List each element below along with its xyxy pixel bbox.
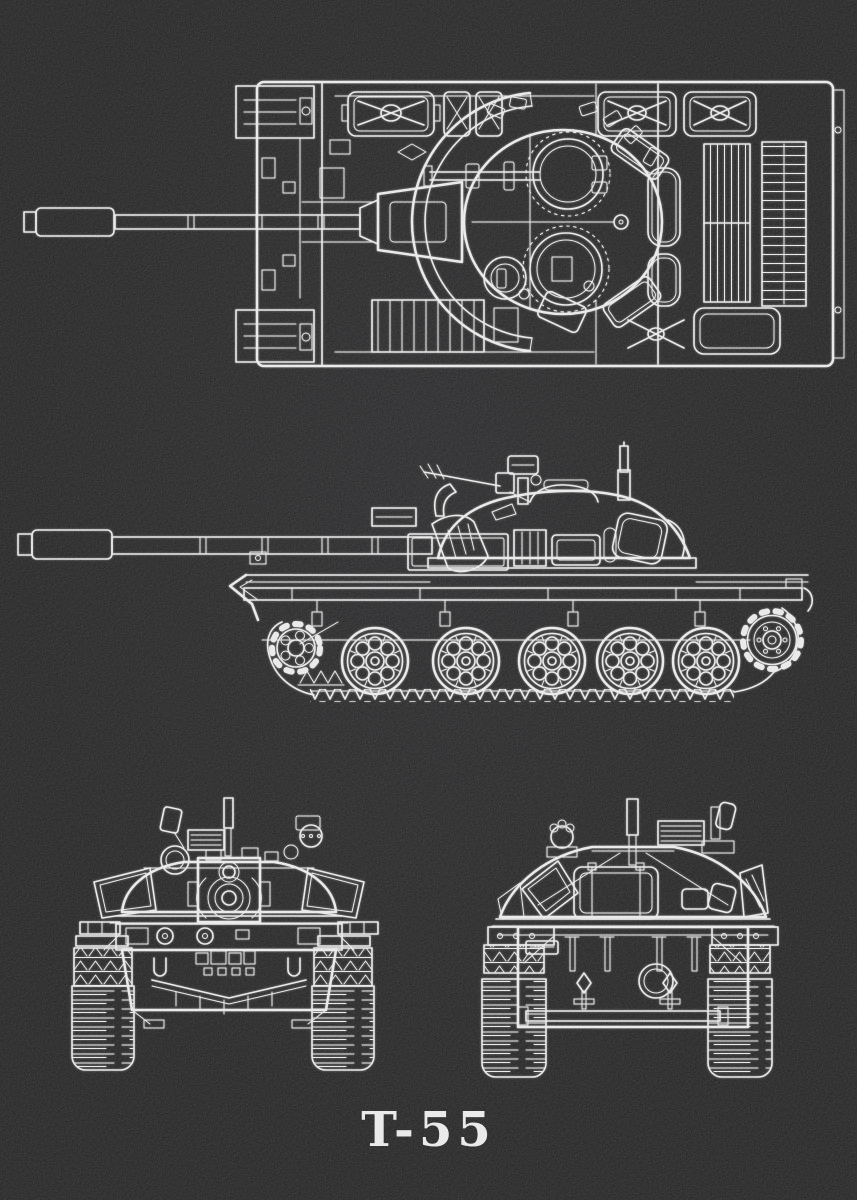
front-view-drawing — [58, 790, 388, 1090]
idler-wheel — [269, 621, 339, 675]
poster-title: T-55 — [361, 1102, 496, 1158]
running-gear — [266, 607, 804, 702]
road-wheels — [340, 626, 741, 696]
antenna-side — [617, 441, 631, 501]
stowage-box-rear — [573, 862, 659, 920]
gun-barrel-side — [17, 514, 489, 573]
deck-hatches — [341, 91, 757, 137]
stowage-side — [407, 512, 686, 571]
machine-gun — [419, 455, 542, 505]
loader-hatch — [525, 131, 611, 217]
roof-fittings-rear — [546, 801, 737, 858]
rear-view-drawing — [462, 795, 792, 1095]
antenna-front — [223, 797, 234, 857]
top-view-drawing — [0, 70, 857, 370]
turret-rear — [491, 845, 775, 927]
antenna-rear — [626, 798, 639, 866]
side-view-drawing — [0, 440, 857, 730]
front-fender-boxes — [235, 85, 351, 363]
lifting-lugs — [573, 972, 681, 1010]
gun-barrel-top — [23, 180, 464, 264]
